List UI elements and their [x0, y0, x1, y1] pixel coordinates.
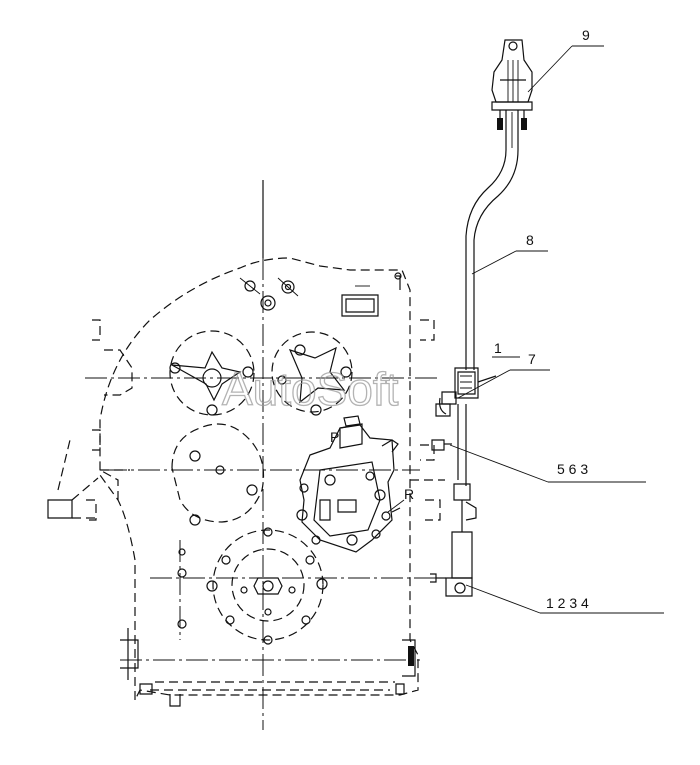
watermark: AutoSoft — [222, 363, 399, 415]
callout-1-2-3-4: 1 2 3 4 — [546, 595, 589, 611]
lower-output-gear — [206, 527, 328, 645]
gearbox-housing-outline — [47, 257, 445, 707]
callout-7: 7 — [528, 351, 536, 367]
control-cable-assembly — [430, 39, 533, 597]
upper-left-flange — [169, 330, 255, 416]
callout-8: 8 — [526, 232, 534, 248]
svg-text:P: P — [330, 429, 339, 445]
top-gear-bolts — [239, 277, 299, 311]
centre-lines — [85, 180, 470, 730]
small-bolts — [177, 548, 187, 629]
callout-small-1: 1 — [494, 340, 502, 356]
leader-lines — [387, 45, 664, 614]
callout-small-r: R — [404, 486, 414, 502]
callout-5-6-3: 5 6 3 — [557, 461, 588, 477]
callouts: 9 8 7 5 6 3 1 2 3 4 1 R — [404, 27, 590, 611]
callout-9: 9 — [582, 27, 590, 43]
middle-left-gear — [171, 423, 265, 526]
control-valve-block: P — [296, 415, 401, 553]
upper-right-flange — [271, 331, 353, 416]
